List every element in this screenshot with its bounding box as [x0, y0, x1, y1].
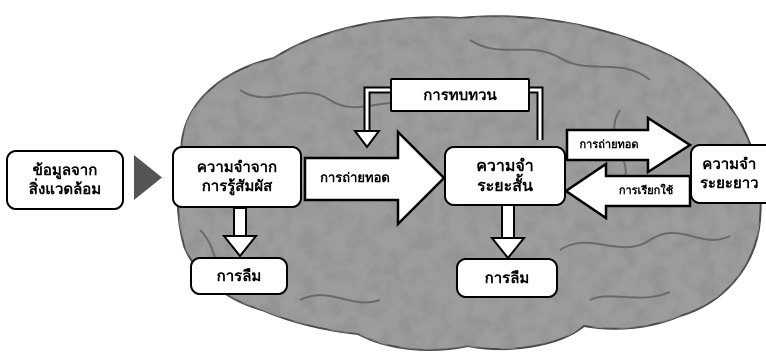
rehearsal-box: การทบทวน: [390, 78, 530, 112]
transfer-label-2: การถ่ายทอด: [568, 133, 650, 157]
transfer-label-1: การถ่ายทอด: [306, 166, 404, 192]
forgetting-box-1: การลืม: [190, 257, 288, 295]
long-term-memory-box: ความจำ ระยะยาว: [690, 144, 766, 204]
sensory-memory-box: ความจำจาก การรู้สัมผัส: [172, 146, 302, 208]
forgetting-box-2: การลืม: [456, 258, 558, 298]
environment-input-box: ข้อมูลจาก สิ่งแวดล้อม: [6, 150, 124, 210]
input-pointer-arrow: [134, 155, 162, 200]
retrieval-label: การเรียกใช้: [604, 179, 688, 203]
short-term-memory-box: ความจำ ระยะสั้น: [444, 146, 566, 206]
